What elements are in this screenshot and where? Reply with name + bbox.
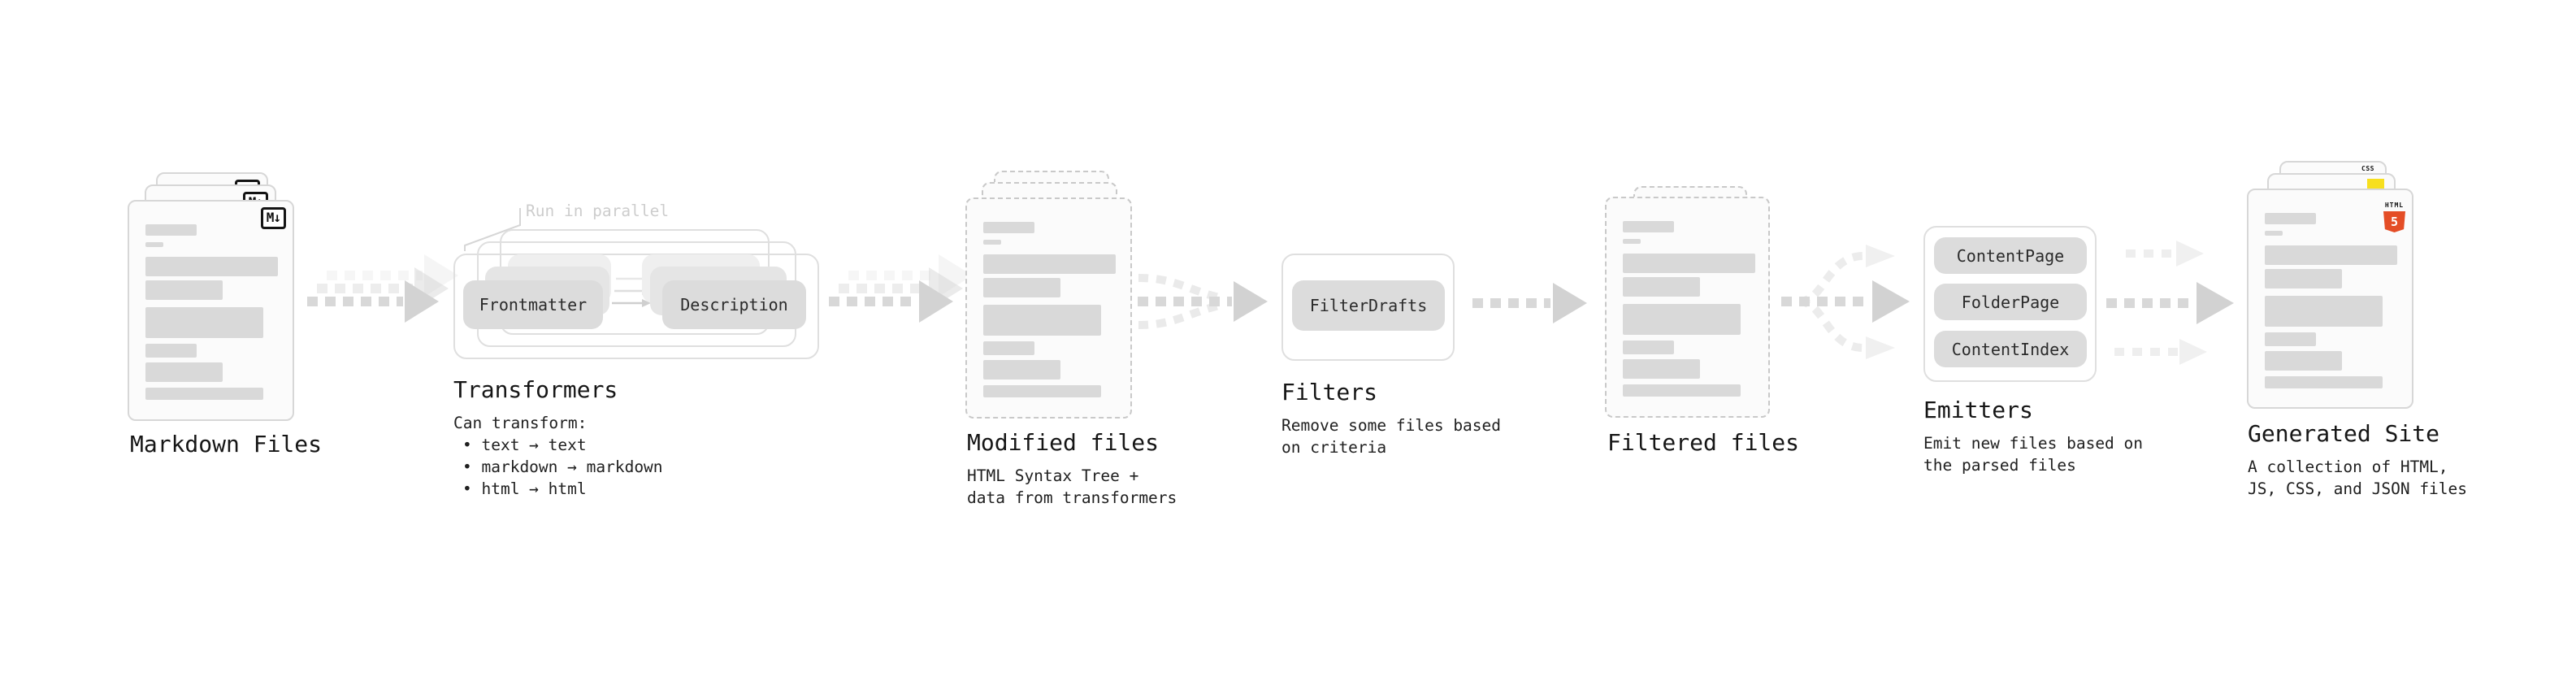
fan-in-arrow-modified-to-filters (1138, 274, 1268, 329)
flow-arrows-emitters-to-generated (2106, 241, 2234, 365)
transformer-internal-arrows (612, 275, 651, 307)
run-in-parallel-leader-line (464, 208, 521, 251)
flow-arrow-transformers-to-modified (829, 254, 973, 323)
flow-arrow-filters-to-filtered (1472, 283, 1587, 323)
fan-out-arrow-filtered-to-emitters (1781, 245, 1910, 359)
flow-arrow-markdown-to-transformers (307, 254, 458, 323)
